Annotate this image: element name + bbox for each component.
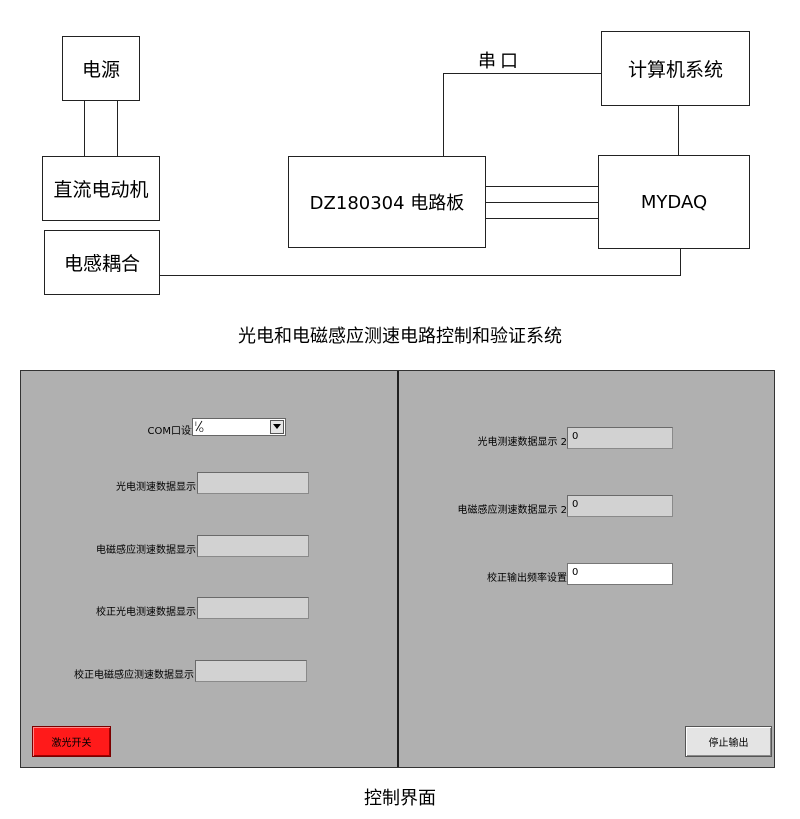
em-speed-label: 电磁感应测速数据显示 — [96, 545, 196, 556]
panel-caption: 控制界面 — [364, 788, 436, 809]
photo-speed-display — [197, 472, 309, 494]
wire-serial-vertical — [443, 73, 444, 156]
photo-speed-2-display: 0 — [567, 427, 673, 449]
wire-power-motor-left — [84, 101, 85, 156]
cal-photo-speed-label: 校正光电测速数据显示 — [96, 607, 196, 618]
wire-coupling-mydaq — [159, 275, 681, 276]
com-port-label: COM口设置 — [147, 426, 201, 437]
wire-serial-horizontal — [443, 73, 601, 74]
cal-photo-speed-display — [197, 597, 309, 619]
wire-mydaq-down — [680, 249, 681, 275]
node-circuit-board: DZ180304 电路板 — [288, 156, 486, 248]
node-circuit-board-label: DZ180304 电路板 — [309, 193, 465, 214]
right-pane: 光电测速数据显示 2 0 电磁感应测速数据显示 2 0 校正输出频率设置 0 停… — [399, 371, 774, 767]
stop-output-button[interactable]: 停止输出 — [685, 726, 772, 757]
freq-setting-input[interactable]: 0 — [567, 563, 673, 585]
node-mydaq-label: MYDAQ — [640, 191, 708, 213]
svg-text:I: I — [195, 421, 197, 428]
pane-divider — [397, 371, 399, 767]
node-dc-motor: 直流电动机 — [42, 156, 160, 221]
wire-computer-mydaq — [678, 106, 679, 155]
node-power-label: 电源 — [81, 59, 120, 81]
chevron-down-icon[interactable] — [270, 420, 284, 434]
wire-bus-2 — [485, 202, 598, 203]
diagram-caption: 光电和电磁感应测速电路控制和验证系统 — [238, 326, 562, 347]
wire-power-motor-right — [117, 101, 118, 156]
node-inductive-coupling: 电感耦合 — [44, 230, 160, 295]
node-computer: 计算机系统 — [601, 31, 750, 106]
node-dc-motor-label: 直流电动机 — [53, 179, 149, 201]
freq-setting-label: 校正输出频率设置 — [487, 573, 567, 584]
cal-em-speed-display — [195, 660, 307, 682]
em-speed-2-display: 0 — [567, 495, 673, 517]
wire-bus-1 — [485, 186, 598, 187]
svg-text:O: O — [199, 427, 204, 432]
wire-bus-3 — [485, 218, 598, 219]
laser-toggle-button[interactable]: 激光开关 — [32, 726, 111, 757]
em-speed-2-label: 电磁感应测速数据显示 2 — [457, 505, 567, 516]
em-speed-display — [197, 535, 309, 557]
photo-speed-label: 光电测速数据显示 — [116, 482, 196, 493]
node-power: 电源 — [62, 36, 140, 101]
node-computer-label: 计算机系统 — [627, 59, 723, 81]
node-mydaq: MYDAQ — [598, 155, 750, 249]
serial-port-label: 串口 — [478, 51, 522, 72]
node-inductive-coupling-label: 电感耦合 — [63, 253, 140, 275]
cal-em-speed-label: 校正电磁感应测速数据显示 — [74, 670, 194, 681]
photo-speed-2-label: 光电测速数据显示 2 — [477, 437, 567, 448]
